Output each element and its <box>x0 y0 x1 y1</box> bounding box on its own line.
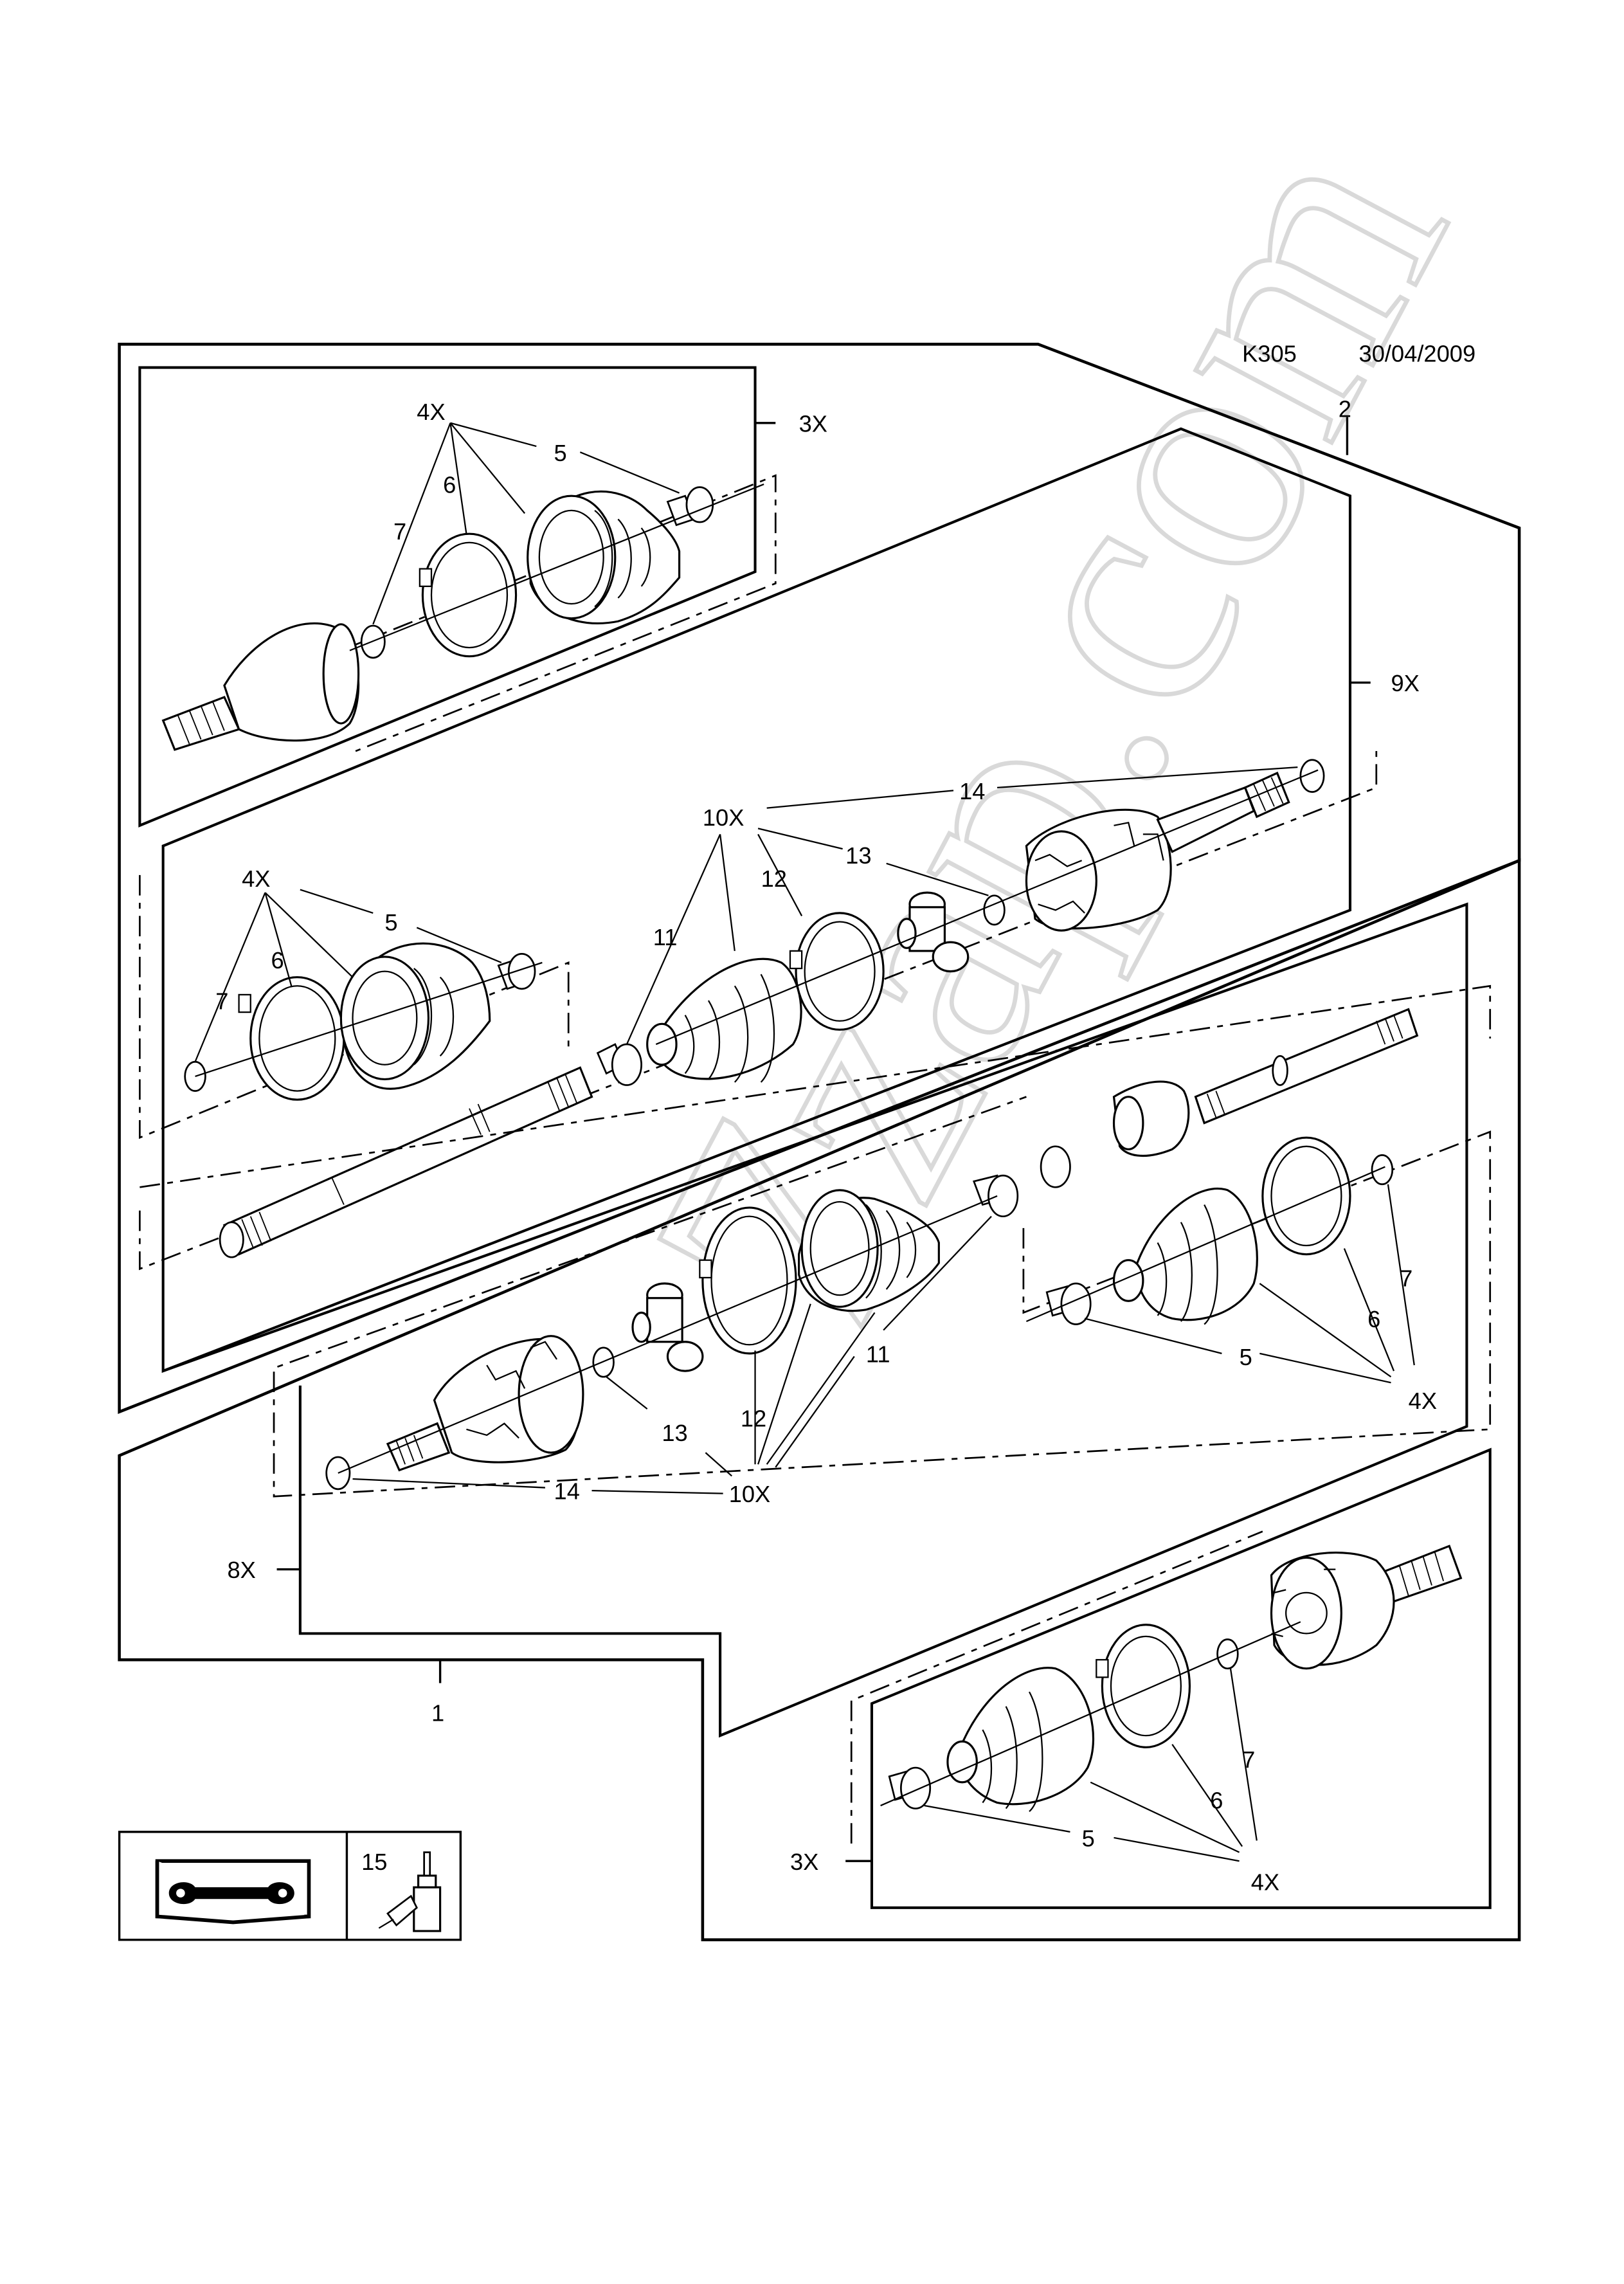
lower-inner-kit-label: 4X <box>1409 1388 1437 1414</box>
top-kit-callouts: 4X 5 6 7 <box>372 399 680 625</box>
lower-tripod-retainer-label: 14 <box>554 1478 580 1505</box>
grease-bottle-icon <box>378 1851 442 1932</box>
top-circlip-label: 7 <box>393 518 406 545</box>
upper-intermediate-shaft <box>219 1066 593 1258</box>
lower-tripod-clamp-label: 12 <box>741 1405 766 1431</box>
top-outer-cv-joint <box>161 474 777 752</box>
lower-shaft-box <box>162 902 1468 1738</box>
assembly-2-label: 2 <box>1339 396 1351 422</box>
lower-tripod-kit-label: 10X <box>729 1481 771 1507</box>
assembly-1-frame <box>118 858 1521 1941</box>
upper-inner-kit-callouts: 4X 5 6 7 <box>194 866 502 1062</box>
lower-tripod-boot-label: 11 <box>866 1341 890 1367</box>
upper-tripod-snap-ring-label: 13 <box>845 842 871 869</box>
lower-tripod-joint-parts <box>325 1189 998 1491</box>
bottom-outer-cv-joint <box>880 1545 1463 1812</box>
lower-inner-joint-parts <box>1025 1136 1394 1325</box>
bottom-circlip-label: 7 <box>1242 1746 1255 1773</box>
bottom-large-clamp-label: 6 <box>1210 1788 1223 1814</box>
bottom-outer-joint-box <box>870 1447 1492 1909</box>
upper-inner-kit-label: 4X <box>242 866 270 892</box>
watermark: 7zap.com <box>579 78 1516 1396</box>
manual-book-wrench-icon <box>155 1859 311 1925</box>
bottom-boot-clamp-label: 5 <box>1082 1826 1095 1852</box>
lower-kit-dashed-outline <box>140 984 1492 1498</box>
top-kit-label: 4X <box>417 399 445 425</box>
upper-tripod-boot-label: 11 <box>653 924 678 950</box>
lower-inner-kit-callouts: 4X 5 6 7 <box>1084 1184 1437 1414</box>
bottom-outer-qty: 3X <box>790 1849 818 1875</box>
upper-inner-joint-parts <box>184 942 543 1101</box>
lower-shaft-qty: 8X <box>227 1557 255 1583</box>
upper-shaft-box <box>161 427 1352 1373</box>
upper-inner-large-clamp-label: 6 <box>271 947 284 974</box>
bottom-kit-dashed-outline <box>850 1530 1263 1844</box>
upper-tripod-clamp-label: 12 <box>761 866 787 892</box>
lower-inner-boot-clamp-label: 5 <box>1240 1344 1252 1370</box>
bottom-kit-callouts: 4X 5 6 7 <box>924 1668 1279 1896</box>
upper-tripod-kit-label: 10X <box>703 804 744 831</box>
bottom-kit-label: 4X <box>1251 1869 1279 1896</box>
diagram-code: K305 <box>1242 341 1297 367</box>
legend-box: 15 <box>118 1831 462 1941</box>
top-outer-qty: 3X <box>799 410 827 437</box>
lower-intermediate-shaft <box>972 1008 1419 1218</box>
upper-inner-circlip-label: 7 <box>215 988 228 1015</box>
upper-inner-boot-clamp-label: 5 <box>384 909 397 936</box>
lower-inner-circlip-label: 7 <box>1400 1265 1412 1292</box>
upper-tripod-kit-callouts: 10X 11 12 13 14 <box>626 766 1298 1045</box>
lower-tripod-snap-ring-label: 13 <box>662 1420 687 1446</box>
assembly-2-frame <box>118 343 1521 1414</box>
diagram-date: 30/04/2009 <box>1359 341 1476 367</box>
upper-tripod-retainer-label: 14 <box>959 778 985 804</box>
grease-label: 15 <box>361 1849 387 1875</box>
lower-inner-large-clamp-label: 6 <box>1367 1306 1380 1332</box>
lower-tripod-kit-callouts: 10X 11 12 13 14 <box>352 1215 992 1507</box>
top-outer-joint-box <box>138 366 757 828</box>
upper-tripod-joint-parts <box>596 759 1325 1086</box>
top-large-clamp-label: 6 <box>443 472 456 498</box>
upper-shaft-qty: 9X <box>1391 670 1419 696</box>
top-boot-clamp-label: 5 <box>554 440 567 466</box>
assembly-1-label: 1 <box>431 1699 444 1726</box>
